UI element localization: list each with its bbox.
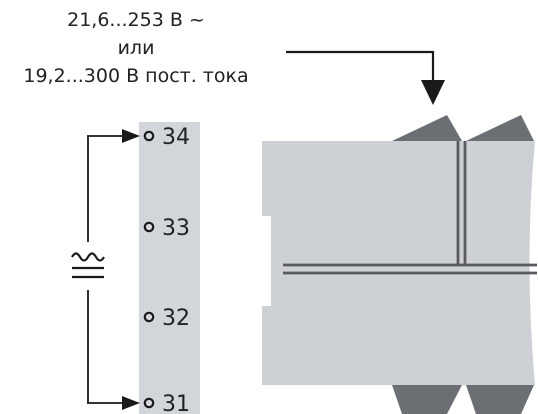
supply-voltage-line-1: 21,6...253 В ~: [67, 9, 205, 31]
device-body: [262, 115, 537, 414]
supply-bracket: [87, 129, 140, 410]
terminal-32: 32: [143, 306, 190, 331]
terminal-34: 34: [143, 125, 190, 150]
terminal-34-screw: [143, 130, 155, 142]
device-bevel-bottom-left: [392, 385, 462, 414]
terminal-33-screw: [143, 221, 155, 233]
device-bevel-top-left: [392, 115, 462, 141]
terminal-33: 33: [143, 216, 190, 241]
device-bevel-bottom-right: [466, 385, 534, 414]
terminal-31-label: 31: [162, 392, 190, 414]
device-bevel-top-right: [466, 115, 534, 141]
supply-voltage-line-2: или: [118, 37, 155, 59]
terminal-32-label: 32: [162, 306, 190, 331]
terminal-32-screw: [143, 311, 155, 323]
terminal-31: 31: [143, 392, 190, 414]
supply-arrow: [286, 50, 445, 105]
ac-dc-symbol-icon: [71, 252, 105, 279]
terminal-34-label: 34: [162, 125, 190, 150]
ac-dc-symbol-text: ≅: [0, 0, 1, 1]
terminal-33-label: 33: [162, 216, 190, 241]
terminal-31-screw: [143, 397, 155, 409]
supply-voltage-line-3: 19,2...300 В пост. тока: [23, 65, 248, 87]
terminal-strip: [139, 122, 200, 414]
